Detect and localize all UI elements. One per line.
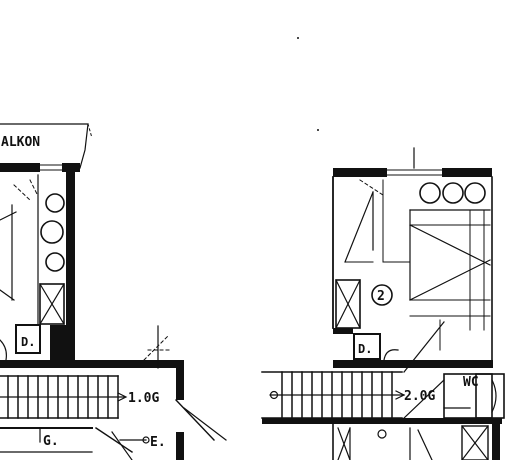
right-unit [261,147,505,460]
floor-1-label: 1.0G [128,391,159,406]
left-unit [0,123,227,460]
g-label: G. [43,434,59,449]
room-number: 2 [377,289,385,304]
door-label-left: D. [21,335,35,349]
wc-label: WC [463,375,479,390]
balcony-label: ALKON [1,135,40,150]
floor-2-label: 2.0G [404,389,435,404]
door-label-right: D. [358,342,372,356]
e-label: E. [150,435,166,450]
